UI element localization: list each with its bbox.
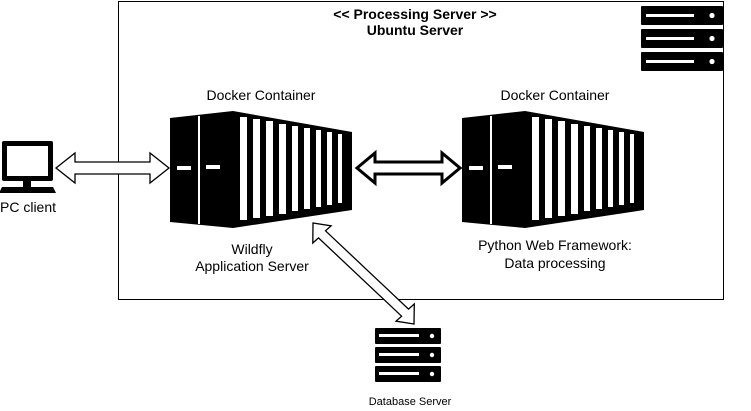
container-2-caption-line1: Python Web Framework: bbox=[478, 237, 632, 253]
container-1-header: Docker Container bbox=[206, 87, 316, 103]
docker-container-icon bbox=[462, 111, 644, 228]
container-1-caption-line2: Application Server bbox=[195, 258, 309, 274]
processing-server-title: << Processing Server >> bbox=[333, 6, 497, 22]
bidirectional-arrow-wildfly-to-python bbox=[354, 149, 463, 187]
container-2-caption-line2: Data processing bbox=[504, 255, 606, 271]
bidirectional-arrow-wildfly-to-database bbox=[312, 222, 415, 325]
server-rack-icon bbox=[375, 328, 441, 382]
container-2-header: Docker Container bbox=[500, 87, 610, 103]
processing-server-subtitle: Ubuntu Server bbox=[366, 22, 464, 38]
server-rack-icon bbox=[641, 6, 723, 71]
pc-client-label: PC client bbox=[0, 199, 57, 215]
database-server-label: Database Server bbox=[368, 396, 452, 408]
bidirectional-arrow-pc-to-wildfly bbox=[54, 151, 171, 185]
container-1-caption-line1: Wildfly bbox=[231, 241, 273, 257]
processing-server-boundary bbox=[118, 1, 724, 300]
computer-monitor-icon bbox=[0, 141, 56, 193]
docker-container-icon bbox=[170, 111, 352, 228]
